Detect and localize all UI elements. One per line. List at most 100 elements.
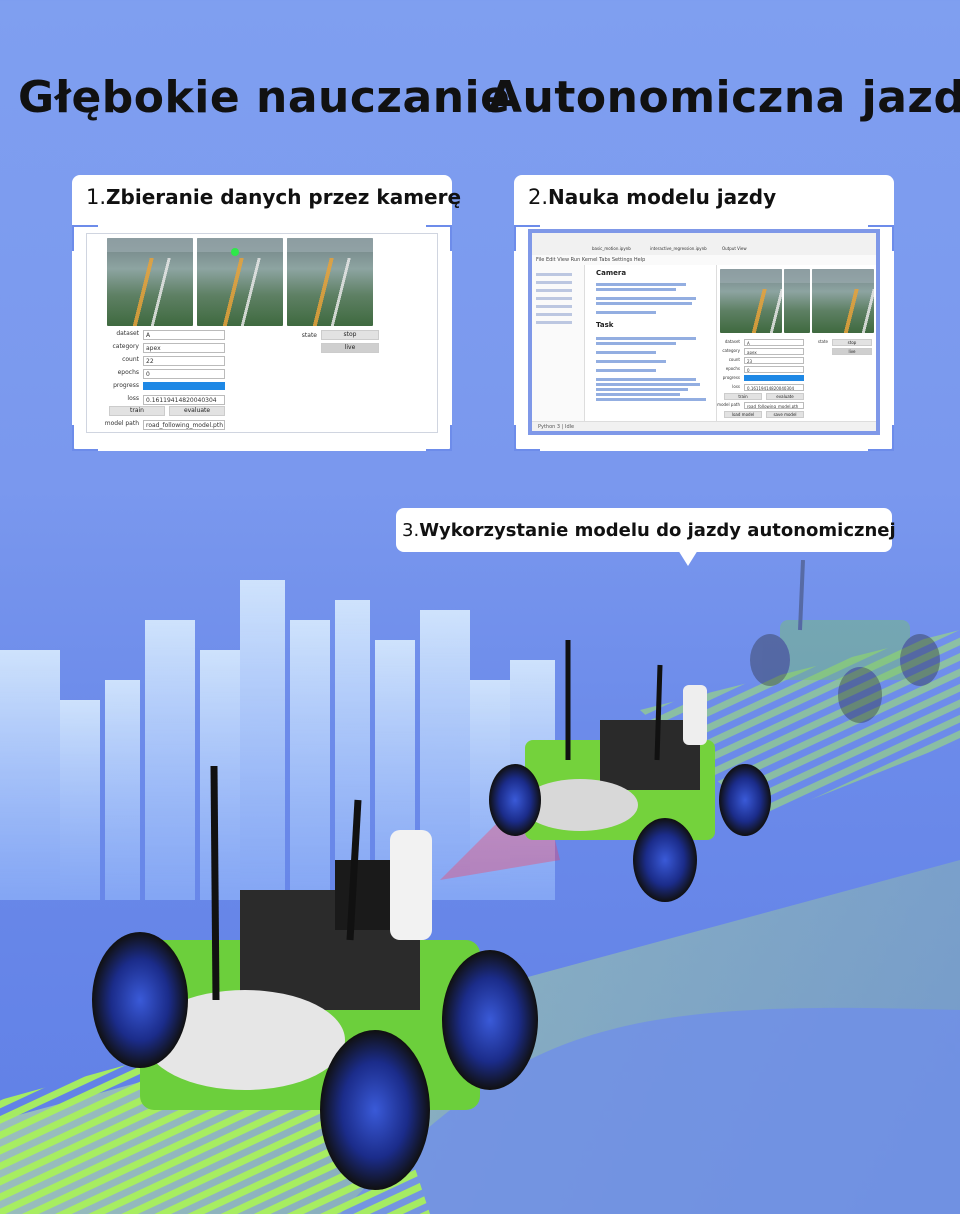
count-field: 23 bbox=[744, 357, 804, 364]
robot-car-front bbox=[92, 765, 538, 1190]
progress-label: progress bbox=[722, 375, 740, 380]
train-button[interactable]: train bbox=[724, 393, 762, 400]
file-item[interactable] bbox=[536, 281, 572, 284]
dataset-label: dataset bbox=[116, 330, 139, 337]
code-line bbox=[596, 351, 656, 354]
category-label: category bbox=[112, 343, 139, 350]
step3-label: 3.Wykorzystanie modelu do jazdy autonomi… bbox=[402, 520, 896, 541]
category-select[interactable]: apex bbox=[744, 348, 804, 355]
browser-toolbar: basic_motion.ipynb interactive_regressio… bbox=[532, 233, 876, 256]
file-item[interactable] bbox=[536, 273, 572, 276]
robot-car-far bbox=[750, 560, 940, 723]
camera-image bbox=[287, 238, 373, 326]
category-select[interactable]: apex bbox=[143, 343, 225, 353]
camera-image bbox=[812, 269, 874, 333]
category-label: category bbox=[722, 348, 740, 353]
live-button[interactable]: live bbox=[832, 348, 872, 355]
camera-image bbox=[784, 269, 810, 333]
tab-basic-motion[interactable]: basic_motion.ipynb bbox=[592, 246, 631, 251]
dataset-select[interactable]: A bbox=[143, 330, 225, 340]
step3-bubble: 3.Wykorzystanie modelu do jazdy autonomi… bbox=[396, 508, 896, 566]
loss-label: loss bbox=[732, 384, 740, 389]
corner-bracket bbox=[514, 425, 540, 451]
menu-bar[interactable]: File Edit View Run Kernel Tabs Settings … bbox=[532, 255, 876, 265]
code-line bbox=[596, 337, 696, 340]
progress-label: progress bbox=[113, 382, 139, 389]
file-item[interactable] bbox=[536, 305, 572, 308]
robot-car-middle bbox=[489, 640, 771, 902]
tab-interactive-regression[interactable]: interactive_regression.ipynb bbox=[650, 246, 707, 251]
task-heading: Task bbox=[596, 321, 614, 329]
step2-card: 2.Nauka modelu jazdy basic_motion.ipynb … bbox=[514, 175, 894, 451]
dataset-select[interactable]: A bbox=[744, 339, 804, 346]
epochs-label: epochs bbox=[725, 366, 740, 371]
step2-label: 2.Nauka modelu jazdy bbox=[528, 185, 777, 209]
corner-bracket bbox=[426, 425, 452, 451]
status-bar: Python 3 | Idle bbox=[532, 421, 876, 431]
code-line bbox=[596, 378, 696, 381]
camera-image bbox=[197, 238, 283, 326]
target-marker-icon bbox=[231, 248, 239, 256]
camera-image bbox=[720, 269, 782, 333]
stop-button[interactable]: stop bbox=[321, 330, 379, 340]
epochs-field[interactable]: 0 bbox=[143, 369, 225, 379]
step1-card: 1.Zbieranie danych przez kamerę dataset … bbox=[72, 175, 461, 451]
code-line bbox=[596, 369, 656, 372]
code-line bbox=[596, 388, 688, 391]
corner-bracket bbox=[426, 225, 452, 251]
code-line bbox=[596, 360, 666, 363]
epochs-label: epochs bbox=[117, 369, 139, 376]
corner-bracket bbox=[868, 425, 894, 451]
heading-autonomous-driving: Autonomiczna jazda bbox=[488, 72, 960, 123]
data-collection-screenshot: dataset A category apex count 22 epochs … bbox=[86, 233, 438, 433]
file-item[interactable] bbox=[536, 297, 572, 300]
notebook-code: Camera Task bbox=[588, 265, 717, 421]
heading-deep-learning: Głębokie nauczanie bbox=[18, 72, 511, 123]
progress-bar bbox=[143, 382, 225, 390]
file-item[interactable] bbox=[536, 321, 572, 324]
file-browser bbox=[532, 265, 585, 421]
count-label: count bbox=[728, 357, 740, 362]
state-label: state bbox=[817, 339, 828, 344]
code-line bbox=[596, 283, 686, 286]
code-line bbox=[596, 342, 676, 345]
loss-label: loss bbox=[127, 395, 139, 402]
load-model-button[interactable]: load model bbox=[724, 411, 762, 418]
train-button[interactable]: train bbox=[109, 406, 165, 416]
save-model-button[interactable]: save model bbox=[766, 411, 804, 418]
evaluate-button[interactable]: evaluate bbox=[169, 406, 225, 416]
camera-heading: Camera bbox=[596, 269, 627, 277]
state-label: state bbox=[301, 332, 317, 339]
epochs-field[interactable]: 0 bbox=[744, 366, 804, 373]
loss-field: 0.16119414820040304 bbox=[143, 395, 225, 405]
output-view: dataset A category apex count 23 epochs … bbox=[717, 265, 876, 421]
camera-image bbox=[107, 238, 193, 326]
model-path-label: model path bbox=[717, 402, 740, 407]
corner-bracket bbox=[72, 225, 98, 251]
code-line bbox=[596, 393, 680, 396]
file-item[interactable] bbox=[536, 313, 572, 316]
model-path-field[interactable]: road_following_model.pth bbox=[143, 420, 225, 430]
loss-field: 0.16119414820040304 bbox=[744, 384, 804, 391]
tab-output-view[interactable]: Output View bbox=[722, 246, 747, 251]
model-path-label: model path bbox=[104, 420, 139, 427]
dataset-label: dataset bbox=[724, 339, 740, 344]
progress-bar bbox=[744, 375, 804, 381]
code-line bbox=[596, 311, 656, 314]
count-label: count bbox=[122, 356, 139, 363]
corner-bracket bbox=[72, 425, 98, 451]
jupyter-screenshot: basic_motion.ipynb interactive_regressio… bbox=[528, 229, 880, 435]
evaluate-button[interactable]: evaluate bbox=[766, 393, 804, 400]
code-line bbox=[596, 398, 706, 401]
corner-bracket bbox=[514, 225, 540, 251]
step1-label: 1.Zbieranie danych przez kamerę bbox=[86, 185, 462, 209]
live-button[interactable]: live bbox=[321, 343, 379, 353]
road-curve bbox=[340, 1007, 960, 1214]
file-item[interactable] bbox=[536, 289, 572, 292]
autonomous-driving-illustration bbox=[0, 560, 960, 1214]
code-line bbox=[596, 288, 676, 291]
stop-button[interactable]: stop bbox=[832, 339, 872, 346]
road-stripes bbox=[640, 630, 960, 820]
model-path-field[interactable]: road_following_model.pth bbox=[744, 402, 804, 409]
code-line bbox=[596, 302, 692, 305]
